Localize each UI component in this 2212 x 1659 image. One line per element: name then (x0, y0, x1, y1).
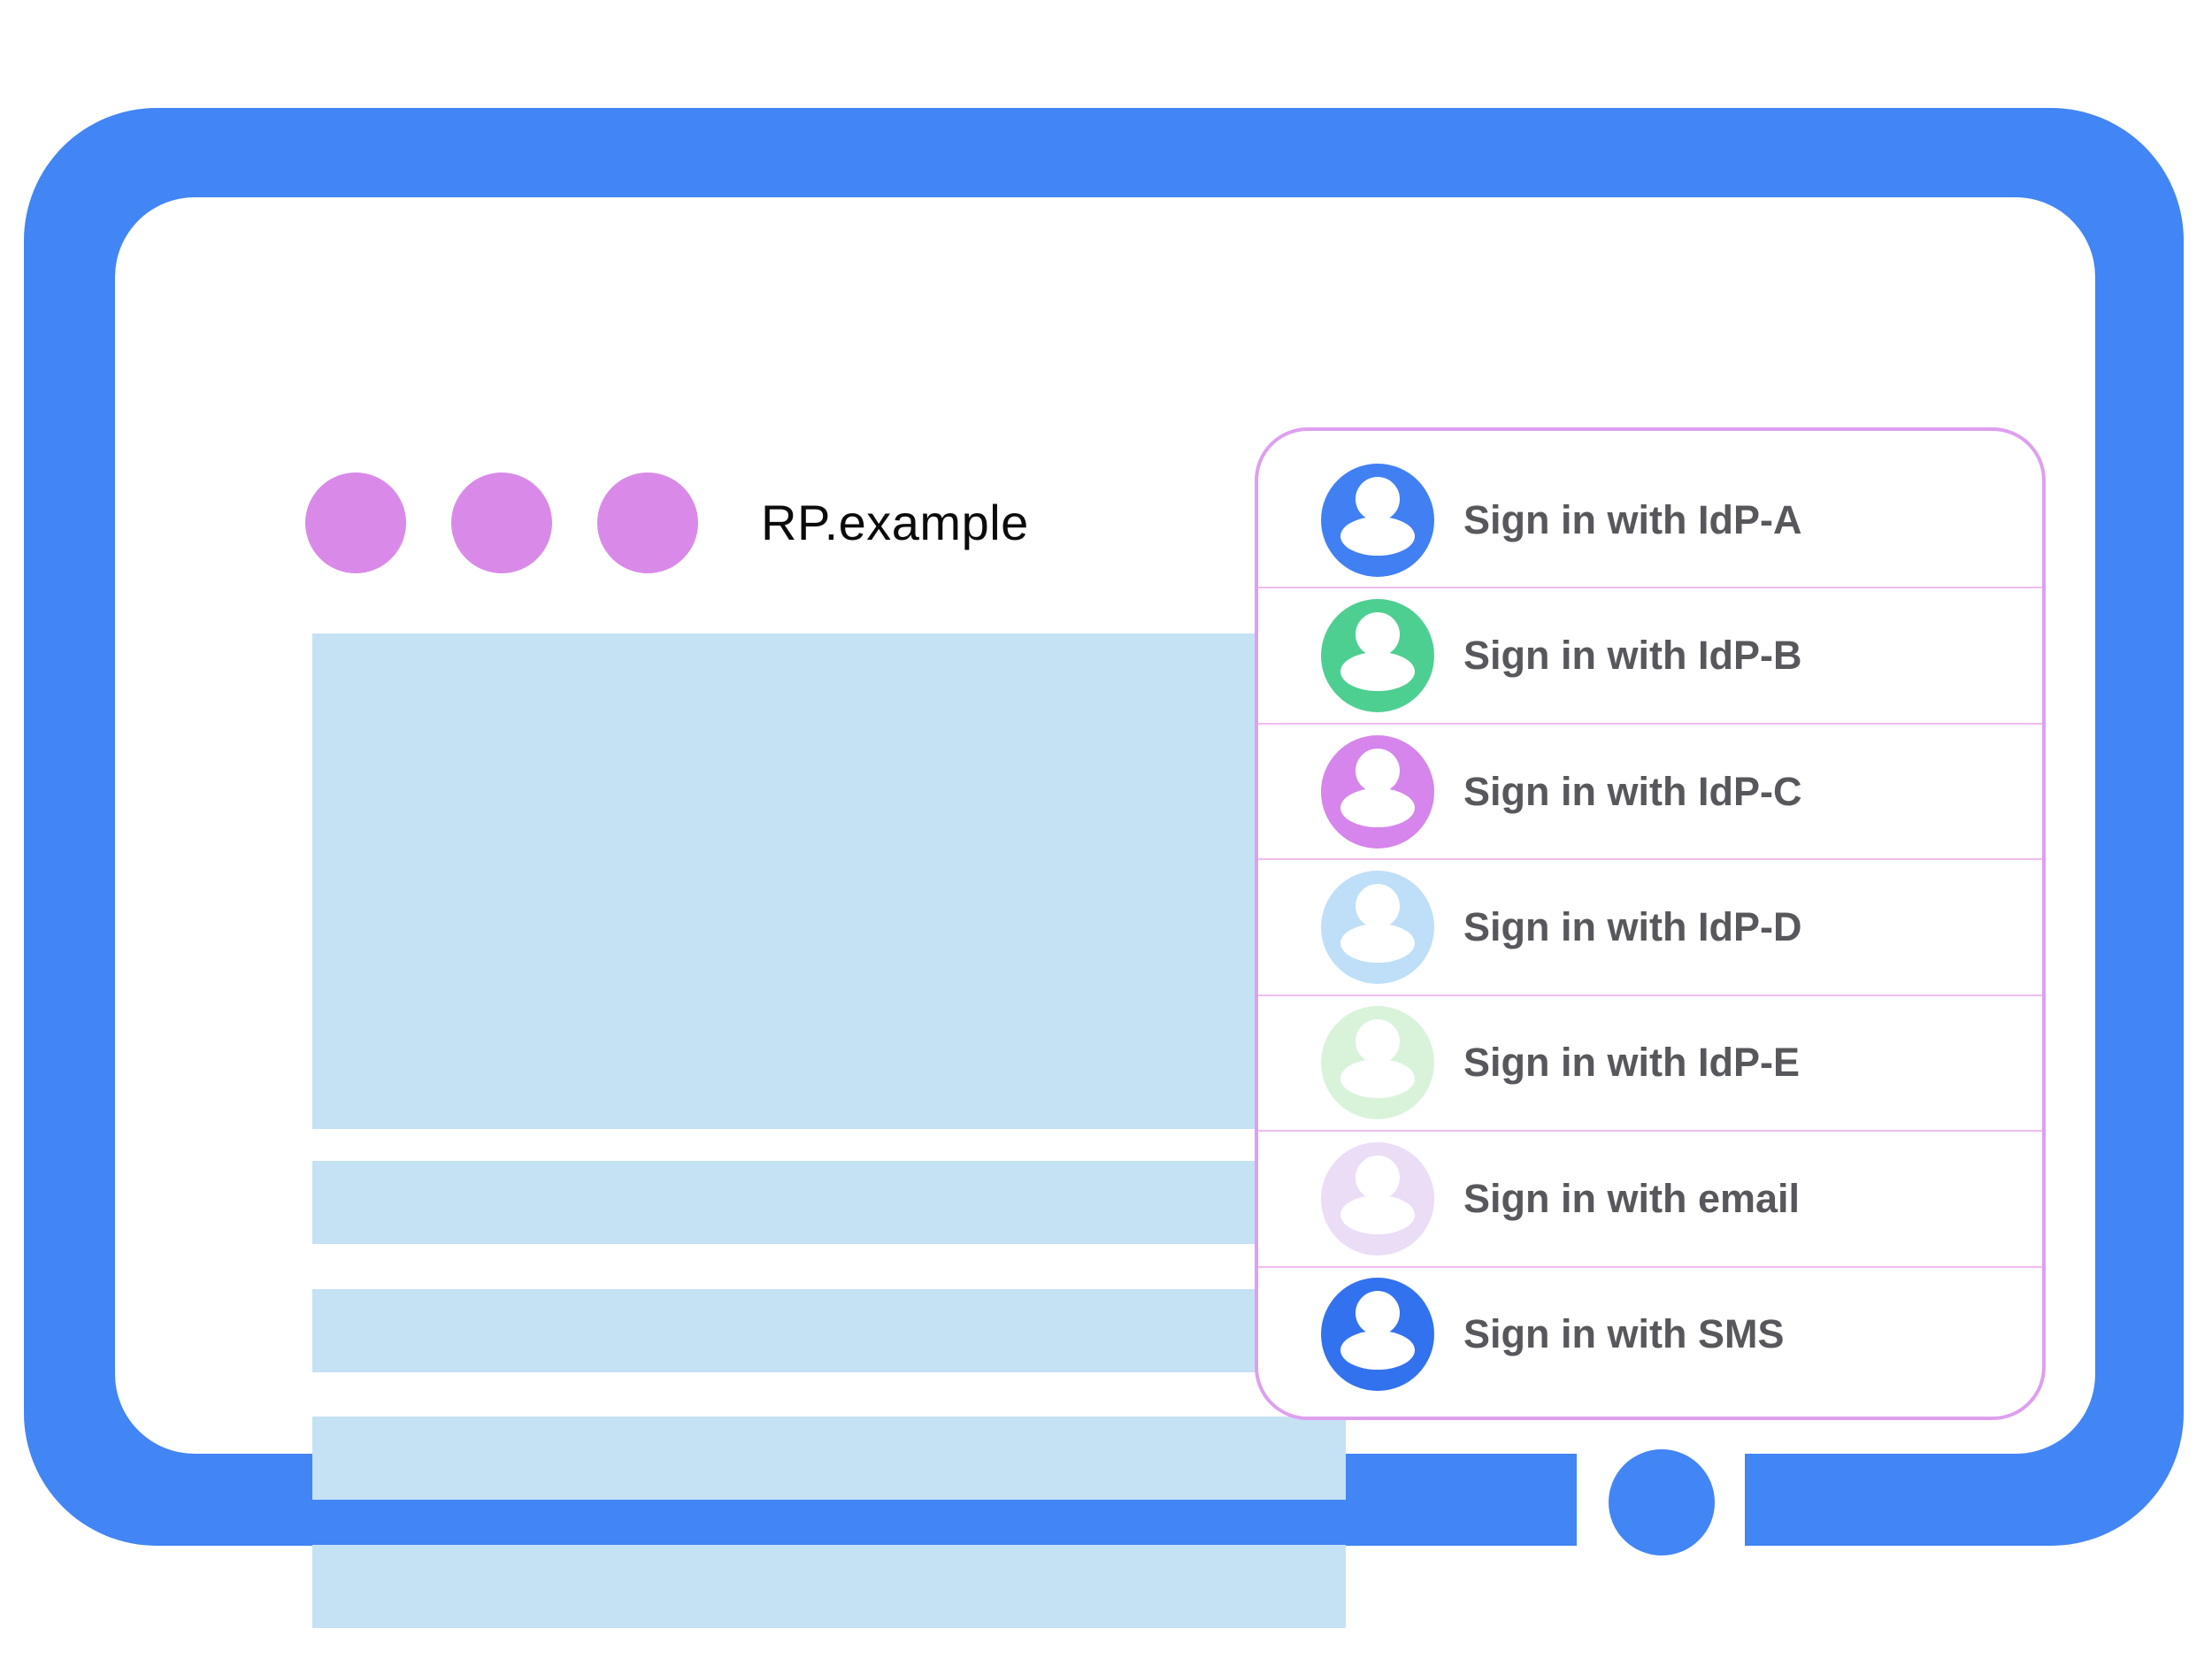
bezel-bar-cap-right (1745, 1454, 1833, 1546)
person-icon (1321, 734, 1434, 849)
text-line-placeholders (312, 1161, 1346, 1628)
person-icon (1321, 599, 1434, 713)
person-avatar (1321, 1006, 1434, 1120)
hero-placeholder (312, 634, 1346, 1129)
person-icon (1321, 1006, 1434, 1120)
page-title: RP.example (761, 495, 1029, 550)
person-icon (1321, 1278, 1434, 1392)
person-icon (1321, 463, 1434, 577)
sign-in-option[interactable]: Sign in with IdP-E (1258, 994, 2042, 1130)
person-avatar (1321, 599, 1434, 713)
sign-in-option[interactable]: Sign in with IdP-B (1258, 587, 2042, 722)
person-icon (1321, 1141, 1434, 1256)
window-dot-icon[interactable] (305, 472, 406, 573)
window-controls (305, 472, 698, 573)
sign-in-label: Sign in with IdP-A (1463, 496, 1802, 542)
sign-in-option[interactable]: Sign in with IdP-A (1258, 453, 2042, 587)
sign-in-option[interactable]: Sign in with IdP-C (1258, 722, 2042, 858)
sign-in-label: Sign in with IdP-C (1463, 768, 1802, 814)
sign-in-label: Sign in with email (1463, 1175, 1801, 1221)
window-dot-icon[interactable] (451, 472, 552, 573)
sign-in-label: Sign in with IdP-D (1463, 903, 1802, 949)
sign-in-option[interactable]: Sign in with SMS (1258, 1265, 2042, 1402)
person-icon (1321, 870, 1434, 984)
sign-in-option[interactable]: Sign in with email (1258, 1130, 2042, 1265)
person-avatar (1321, 870, 1434, 984)
person-avatar (1321, 463, 1434, 577)
sign-in-label: Sign in with IdP-B (1463, 633, 1802, 679)
sign-in-option[interactable]: Sign in with IdP-D (1258, 858, 2042, 994)
person-avatar (1321, 1278, 1434, 1392)
home-button[interactable] (1609, 1449, 1715, 1555)
sign-in-label: Sign in with IdP-E (1463, 1040, 1800, 1086)
sign-in-panel: Sign in with IdP-A Sign in with IdP-B Si… (1255, 427, 2046, 1420)
sign-in-label: Sign in with SMS (1463, 1311, 1785, 1357)
text-line-placeholder (312, 1417, 1346, 1501)
text-line-placeholder (312, 1544, 1346, 1628)
person-avatar (1321, 1141, 1434, 1256)
bezel-bar-cap-left (1488, 1454, 1577, 1546)
window-dot-icon[interactable] (597, 472, 698, 573)
text-line-placeholder (312, 1288, 1346, 1372)
text-line-placeholder (312, 1161, 1346, 1244)
person-avatar (1321, 734, 1434, 849)
